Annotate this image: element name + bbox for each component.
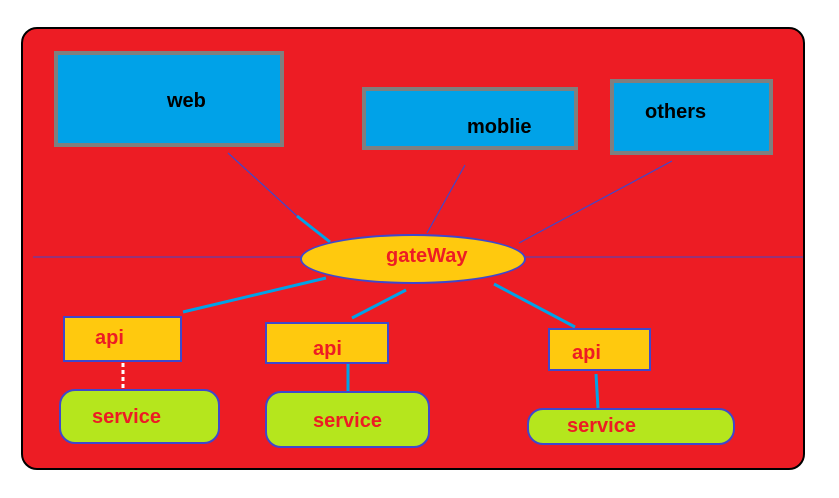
service-label-3: service <box>567 415 636 437</box>
others-connector <box>518 160 673 244</box>
api-label-3: api <box>572 342 601 364</box>
mobile-client-box <box>362 87 578 150</box>
others-client-label: others <box>645 101 707 123</box>
mobile-client-label: moblie <box>467 116 532 138</box>
gateway-label: gateWay <box>386 245 468 267</box>
web-connector-thick <box>296 214 331 244</box>
api-3-service-connector <box>594 373 600 409</box>
api-label-1: api <box>95 327 124 349</box>
api-box-3 <box>548 328 651 371</box>
mobile-connector <box>426 164 466 234</box>
api-box-2 <box>265 322 389 364</box>
web-client-label: web <box>167 90 206 112</box>
service-label-1: service <box>92 406 161 428</box>
gateway-node <box>300 234 526 284</box>
service-node-1 <box>59 389 220 444</box>
service-label-2: service <box>313 410 382 432</box>
gateway-api-1-connector <box>182 276 327 314</box>
gateway-api-2-connector <box>351 288 407 320</box>
service-node-2 <box>265 391 430 448</box>
gateway-api-3-connector <box>493 282 576 329</box>
api-box-1 <box>63 316 182 362</box>
web-client-box <box>54 51 284 147</box>
service-node-3 <box>527 408 735 445</box>
others-client-box <box>610 79 773 155</box>
web-connector-thin <box>227 152 298 217</box>
api-label-2: api <box>313 338 342 360</box>
